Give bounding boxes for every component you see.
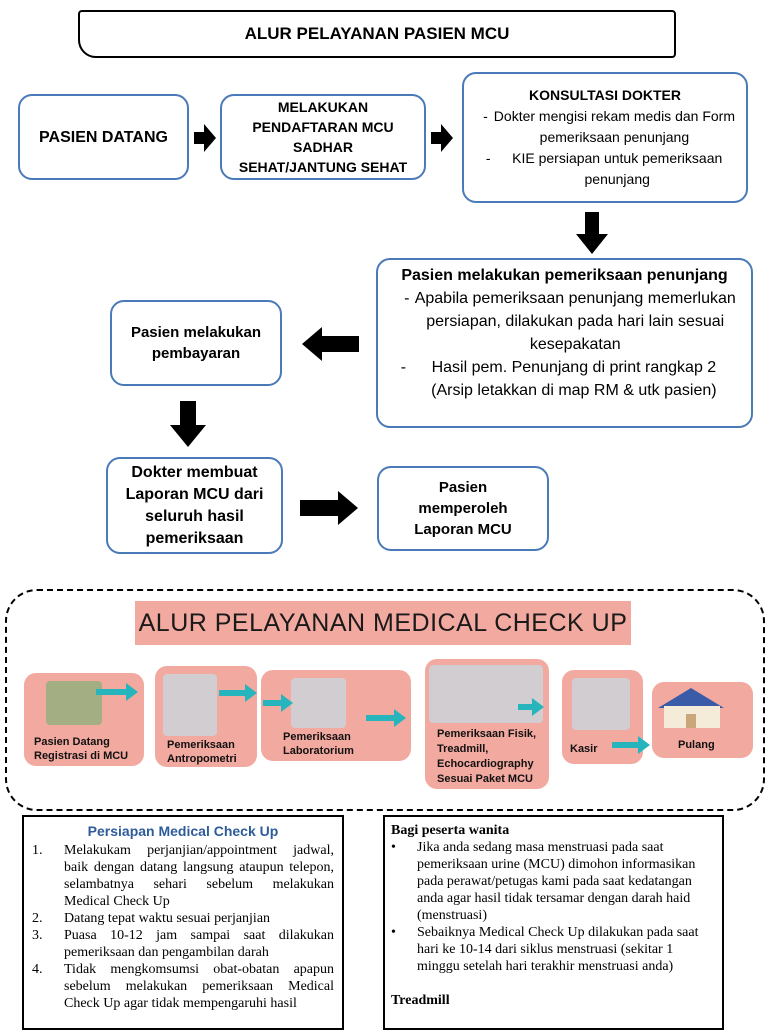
treadmill-icon	[429, 665, 543, 723]
step-title: KONSULTASI DOKTER	[529, 87, 681, 103]
arrow-right-icon	[431, 124, 453, 152]
list-item: •Sebaiknya Medical Check Up dilakukan pa…	[391, 925, 699, 974]
list-item: •Jika anda sedang masa menstruasi pada s…	[391, 840, 696, 923]
tile-pemeriksaan-fisik: Pemeriksaan Fisik, Treadmill, Echocardio…	[425, 659, 549, 789]
tile-label: Pasien Datang Registrasi di MCU	[34, 736, 129, 762]
tile-kasir: Kasir	[562, 670, 643, 764]
step-title: Pasien melakukan pemeriksaan penunjang	[401, 267, 728, 284]
list-item: 3.Puasa 10-12 jam sampai saat dilakukan …	[32, 928, 334, 960]
tile-registrasi: Pasien Datang Registrasi di MCU	[24, 673, 144, 766]
step-memperoleh-laporan: Pasien memperoleh Laporan MCU	[377, 466, 549, 551]
step-label: SADHAR	[293, 139, 353, 155]
wanita-panel: Bagi peserta wanita •Jika anda sedang ma…	[383, 815, 724, 1030]
step-label: SEHAT/JANTUNG SEHAT	[238, 159, 408, 175]
arrow-down-icon	[170, 401, 206, 447]
tile-label: Pemeriksaan Antropometri	[167, 739, 237, 765]
step-label: PASIEN DATANG	[39, 128, 168, 146]
step-item: Hasil pem. Penunjang di print rangkap 2 …	[431, 359, 717, 399]
tile-label: Kasir	[570, 743, 598, 755]
doctor-patient-icon	[163, 674, 217, 736]
house-icon	[658, 688, 724, 728]
teal-arrow-icon	[219, 684, 257, 702]
arrow-right-icon	[194, 124, 216, 152]
list-item: 1.Melakukam perjanjian/appointment jadwa…	[32, 843, 334, 909]
step-pendaftaran: MELAKUKAN PENDAFTARAN MCU SADHAR SEHAT/J…	[220, 94, 426, 180]
treadmill-title: Treadmill	[391, 993, 450, 1008]
step-pemeriksaan-penunjang: Pasien melakukan pemeriksaan penunjang -…	[376, 258, 753, 428]
tile-antropometri: Pemeriksaan Antropometri	[155, 666, 257, 767]
step-laporan: Dokter membuat Laporan MCU dari seluruh …	[106, 457, 283, 554]
arrow-left-icon	[302, 327, 359, 361]
page-title: ALUR PELAYANAN PASIEN MCU	[78, 10, 676, 58]
step-pembayaran: Pasien melakukan pembayaran	[110, 300, 282, 386]
step-item: KIE persiapan untuk pemeriksaan penunjan…	[512, 150, 723, 187]
step-pasien-datang: PASIEN DATANG	[18, 94, 189, 180]
list-item: 4.Tidak mengkomsumsi obat-obatan apapun …	[32, 962, 334, 1011]
wanita-title: Bagi peserta wanita	[391, 823, 510, 838]
step-item: Dokter mengisi rekam medis dan Form peme…	[493, 108, 735, 145]
step-label: PENDAFTARAN MCU	[252, 119, 394, 135]
infographic-frame	[5, 589, 765, 811]
persiapan-panel: Persiapan Medical Check Up 1.Melakukam p…	[22, 815, 344, 1030]
arrow-right-icon	[300, 491, 358, 525]
tile-label: Pemeriksaan Fisik, Treadmill, Echocardio…	[437, 728, 537, 785]
persiapan-title: Persiapan Medical Check Up	[87, 823, 279, 839]
tile-label: Pemeriksaan Laboratorium	[283, 731, 354, 757]
step-label: MELAKUKAN	[277, 99, 369, 115]
laboratory-icon	[291, 678, 346, 728]
step-konsultasi: KONSULTASI DOKTER -Dokter mengisi rekam …	[462, 72, 748, 203]
step-item: Apabila pemeriksaan penunjang memerlukan…	[414, 290, 736, 353]
arrow-down-icon	[576, 212, 608, 254]
teal-arrow-icon	[366, 709, 406, 727]
step-label: Pasien memperoleh Laporan MCU	[414, 479, 512, 538]
tile-label: Pulang	[678, 739, 715, 751]
tile-pulang: Pulang	[652, 682, 753, 758]
teal-arrow-icon	[612, 736, 650, 754]
teal-arrow-icon	[263, 694, 293, 712]
list-item: 2.Datang tepat waktu sesuai perjanjian	[32, 911, 271, 926]
step-label: Dokter membuat Laporan MCU dari seluruh …	[125, 463, 264, 547]
teal-arrow-icon	[518, 698, 544, 716]
infographic-title: ALUR PELAYANAN MEDICAL CHECK UP	[135, 601, 631, 645]
step-label: Pasien melakukan pembayaran	[130, 324, 262, 362]
cashier-icon	[572, 678, 630, 730]
registration-desk-icon	[46, 681, 102, 725]
teal-arrow-icon	[96, 683, 138, 701]
